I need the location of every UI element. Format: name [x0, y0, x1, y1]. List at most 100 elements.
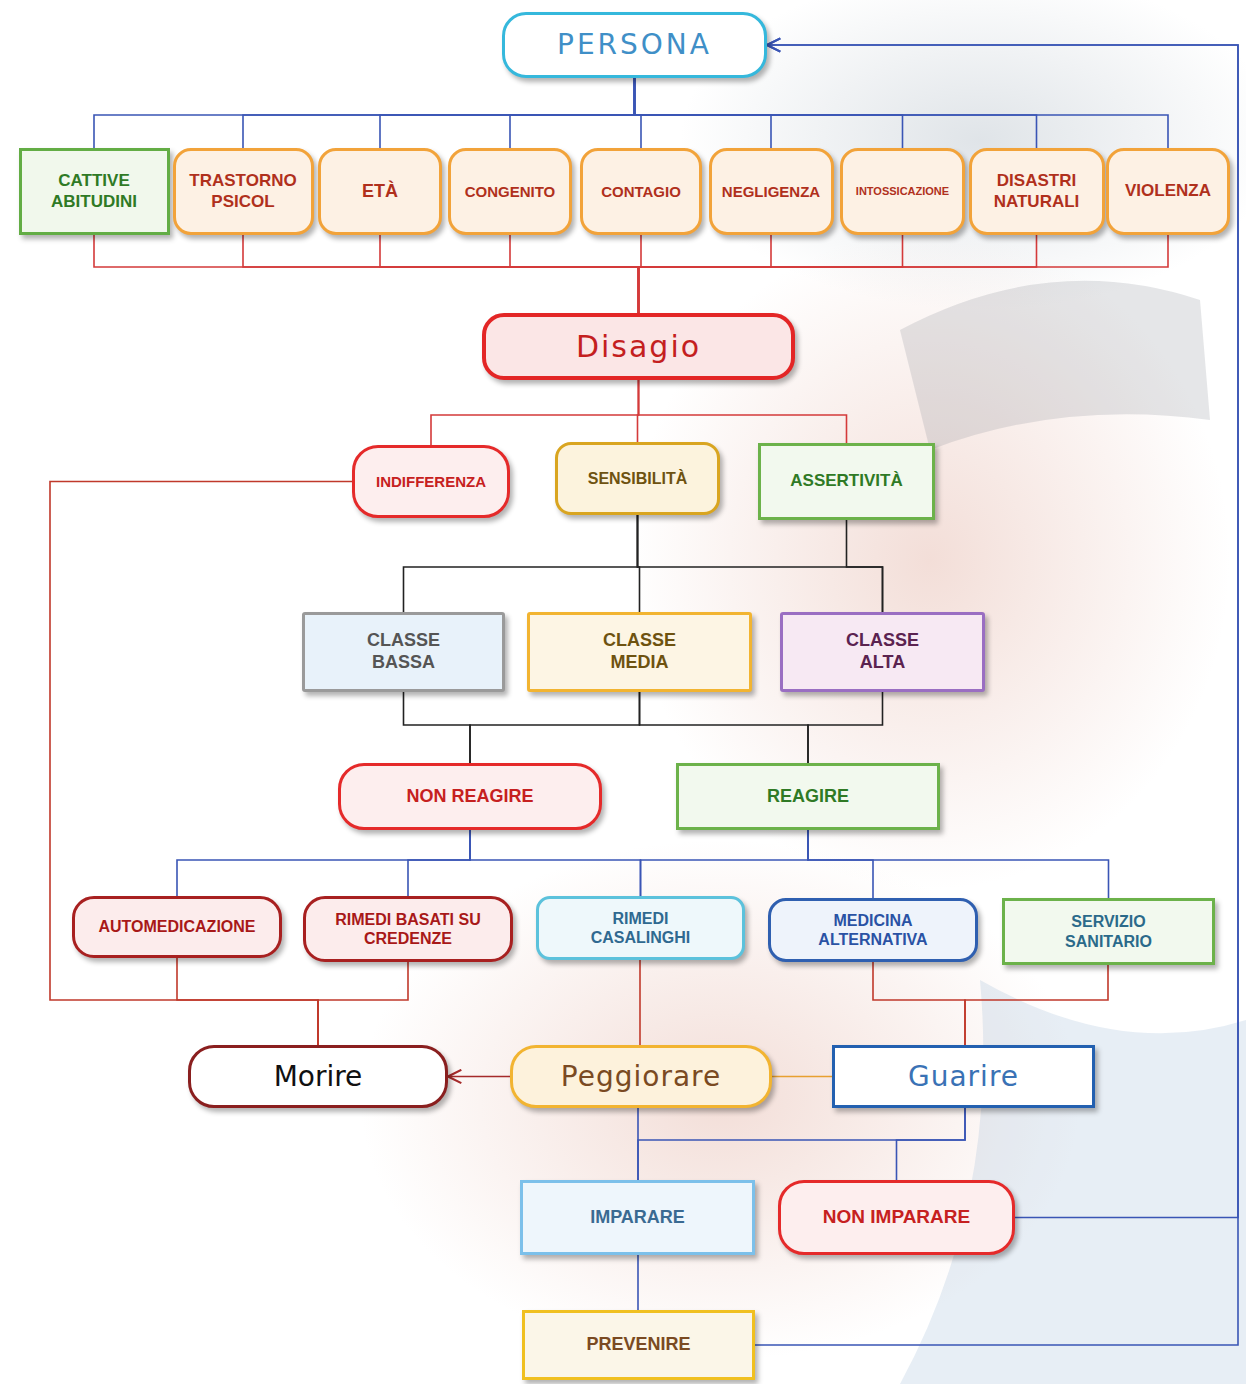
node-label: MEDICINA ALTERNATIVA	[791, 911, 956, 949]
node-label: CONTAGIO	[601, 183, 681, 201]
connector-line	[50, 482, 352, 1046]
node-label: REAGIRE	[767, 786, 849, 808]
connector-line	[404, 515, 638, 612]
node-label: INTOSSICAZIONE	[856, 185, 949, 198]
node-label: ETÀ	[362, 181, 398, 203]
node-label: Peggiorare	[561, 1060, 721, 1094]
connector-line	[808, 830, 873, 898]
node-label: TRASTORNO PSICOL	[186, 171, 301, 212]
connector-line	[639, 235, 772, 313]
node-label: IMPARARE	[590, 1207, 685, 1229]
class-box: CLASSE ALTA	[780, 612, 985, 692]
connector-line	[510, 235, 639, 313]
class-box: CLASSE BASSA	[302, 612, 505, 692]
connector-line	[638, 1108, 965, 1180]
node-label: VIOLENZA	[1125, 181, 1211, 201]
cause-box: INTOSSICAZIONE	[840, 148, 965, 235]
connector-line	[635, 78, 1169, 148]
connector-line	[635, 78, 903, 148]
reaction-box: REAGIRE	[676, 763, 940, 830]
connector-line	[635, 78, 1037, 148]
root-box: PERSONA	[502, 12, 767, 78]
node-label: INDIFFERENZA	[376, 473, 486, 491]
outcome-box: Morire	[188, 1045, 448, 1108]
remedy-box: RIMEDI BASATI SU CREDENZE	[303, 896, 513, 962]
connector-line	[635, 78, 642, 148]
node-label: CONGENITO	[465, 183, 556, 201]
connector-line	[808, 830, 1109, 898]
outcome-box: Peggiorare	[510, 1045, 772, 1108]
node-label: Guarire	[908, 1060, 1019, 1094]
connector-line	[431, 380, 639, 445]
connector-line	[639, 235, 903, 313]
node-label: ASSERTIVITÀ	[790, 471, 902, 491]
node-label: NON REAGIRE	[406, 786, 533, 808]
connector-line	[897, 1108, 966, 1180]
connector-line	[772, 1076, 832, 1078]
connector-line	[639, 380, 847, 443]
connector-line	[318, 962, 408, 1045]
connector-line	[638, 515, 883, 612]
connector-line	[847, 520, 883, 612]
cause-box: CATTIVE ABITUDINI	[19, 148, 170, 235]
node-label: RIMEDI CASALINGHI	[566, 909, 716, 947]
connector-line	[510, 78, 635, 148]
node-label: CLASSE BASSA	[349, 630, 459, 673]
node-label: CATTIVE ABITUDINI	[32, 171, 157, 212]
class-box: CLASSE MEDIA	[527, 612, 752, 692]
cause-box: CONTAGIO	[580, 148, 702, 235]
problem-box: Disagio	[482, 313, 795, 380]
attitude-box: INDIFFERENZA	[352, 445, 510, 518]
node-label: Disagio	[576, 329, 701, 365]
cause-box: DISASTRI NATURALI	[969, 148, 1105, 235]
connector-line	[94, 78, 635, 148]
node-label: Morire	[274, 1060, 363, 1094]
connector-line	[408, 830, 470, 896]
cause-box: TRASTORNO PSICOL	[173, 148, 314, 235]
learning-box: NON IMPARARE	[778, 1180, 1015, 1255]
connector-line	[470, 830, 641, 896]
connector-line	[177, 958, 318, 1045]
node-label: RIMEDI BASATI SU CREDENZE	[321, 910, 496, 948]
connector-line	[639, 235, 1037, 313]
cause-box: CONGENITO	[448, 148, 572, 235]
cause-box: VIOLENZA	[1106, 148, 1230, 235]
connector-line	[808, 692, 883, 763]
connector-line	[94, 235, 639, 313]
connector-line	[639, 235, 1169, 313]
node-label: NEGLIGENZA	[722, 183, 820, 201]
remedy-box: SERVIZIO SANITARIO	[1002, 898, 1215, 965]
remedy-box: RIMEDI CASALINGHI	[536, 896, 745, 960]
background-shape	[900, 281, 1210, 450]
connector-line	[380, 78, 635, 148]
connector-line	[637, 1108, 639, 1180]
remedy-box: MEDICINA ALTERNATIVA	[768, 898, 978, 962]
connector-line	[755, 45, 1238, 1345]
node-label: CLASSE ALTA	[828, 630, 938, 673]
node-label: CLASSE MEDIA	[585, 630, 695, 673]
connector-line	[635, 78, 772, 148]
connector-line	[873, 962, 965, 1045]
node-label: PERSONA	[557, 28, 712, 62]
connector-line	[637, 1255, 639, 1310]
node-label: SENSIBILITÀ	[588, 469, 688, 488]
node-label: SERVIZIO SANITARIO	[1034, 912, 1184, 950]
learning-box: PREVENIRE	[522, 1310, 755, 1380]
connector-line	[177, 830, 470, 896]
connector-line	[965, 965, 1108, 1045]
connector-line	[380, 235, 639, 313]
attitude-box: SENSIBILITÀ	[555, 442, 720, 515]
cause-box: ETÀ	[318, 148, 442, 235]
node-label: NON IMPARARE	[823, 1206, 970, 1229]
cause-box: NEGLIGENZA	[709, 148, 834, 235]
connector-line	[639, 960, 641, 1045]
connector-line	[448, 1076, 510, 1078]
connector-line	[243, 78, 635, 148]
attitude-box: ASSERTIVITÀ	[758, 443, 935, 520]
connector-line	[470, 692, 640, 763]
connector-line	[243, 235, 639, 313]
node-label: DISASTRI NATURALI	[982, 171, 1092, 212]
remedy-box: AUTOMEDICAZIONE	[72, 896, 282, 958]
outcome-box: Guarire	[832, 1045, 1095, 1108]
